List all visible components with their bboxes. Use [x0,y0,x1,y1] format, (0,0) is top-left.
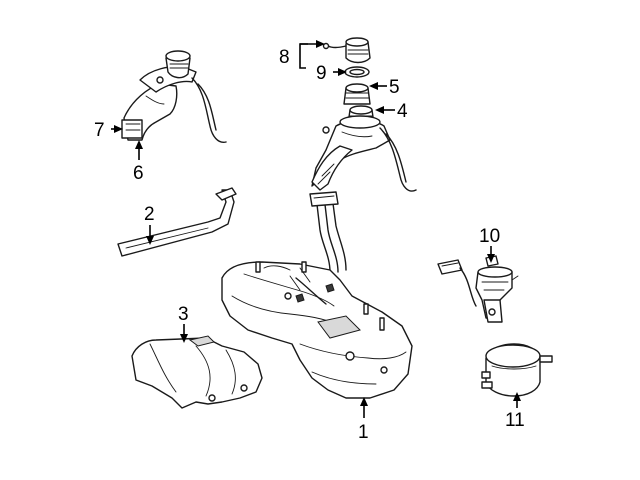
callout-6: 6 [133,163,144,184]
callout-7: 7 [94,120,105,141]
fuel-pump-sender [437,255,519,323]
heat-shield [131,335,263,409]
callout-2: 2 [144,204,155,225]
filler-neck-main [309,115,417,273]
fuel-filter [481,343,553,397]
callout-5: 5 [389,77,400,98]
tank-strap [117,187,237,257]
callout-10: 10 [479,226,500,247]
filler-neck-left [121,50,227,143]
callout-8: 8 [279,47,290,68]
cap-seal-ring [344,66,370,78]
callout-1: 1 [358,422,369,443]
fuel-cap [322,37,371,64]
callout-9: 9 [316,63,327,84]
filler-hose [343,83,371,105]
callout-leaders [111,40,521,418]
callout-11: 11 [505,410,525,431]
fuel-tank [221,261,413,399]
callout-4: 4 [397,101,408,122]
callout-3: 3 [178,304,189,325]
